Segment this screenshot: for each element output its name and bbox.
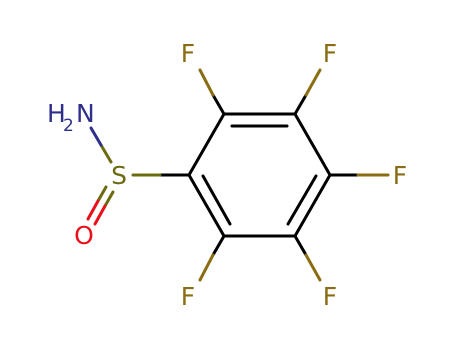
carbon-fluorine-bonds: [198, 68, 390, 282]
ring-double-bond-c4-c5: [286, 174, 318, 226]
ring-bond-c3-c4: [293, 112, 332, 177]
sulfur-nitrogen-bond: [89, 126, 113, 164]
atom-label-oxygen: O: [74, 221, 94, 250]
ring-bond-c4-c5: [293, 173, 332, 238]
bond-s-n-nitrogen-part: [89, 126, 103, 147]
ring-bond-c6-c1: [187, 173, 226, 238]
bond-c5-f-colored: [304, 253, 322, 282]
amine-hydrogen-count: 2: [63, 116, 74, 136]
bond-c2-f-black: [211, 93, 226, 116]
sulfur-oxygen-double-bond: [86, 185, 115, 226]
atom-label-fluorine-bottom-right: F: [323, 282, 337, 311]
bond-c6-f-colored: [198, 253, 215, 282]
ring-double-bond-c6-c1: [201, 174, 232, 226]
atom-label-fluorine-right: F: [393, 161, 407, 190]
bond-c5-f-black: [293, 234, 308, 257]
bond-s-o-line1-sulfur-part: [96, 185, 108, 203]
bond-s-o-line2-sulfur-part: [103, 190, 115, 208]
bond-s-o-line1-oxygen-part: [86, 199, 100, 221]
amine-hydrogen-label: H: [47, 99, 66, 128]
amine-group-label: H 2 N: [47, 99, 95, 136]
bond-c3-f-colored: [304, 68, 322, 97]
atom-label-fluorine-bottom-left: F: [181, 282, 195, 311]
ring-bond-c1-c2: [187, 112, 226, 177]
atom-label-sulfur: S: [111, 161, 127, 190]
bond-c2-f-colored: [198, 68, 215, 97]
amine-nitrogen-label: N: [76, 99, 95, 128]
bond-s-o-line2-oxygen-part: [93, 204, 107, 226]
bond-c3-f-black: [293, 93, 308, 116]
atom-label-fluorine-top-left: F: [181, 39, 195, 68]
bond-s-n-sulfur-part: [99, 143, 113, 164]
atom-label-fluorine-top-right: F: [323, 39, 337, 68]
bond-c6-f-black: [211, 234, 226, 257]
benzene-ring: [187, 112, 332, 238]
